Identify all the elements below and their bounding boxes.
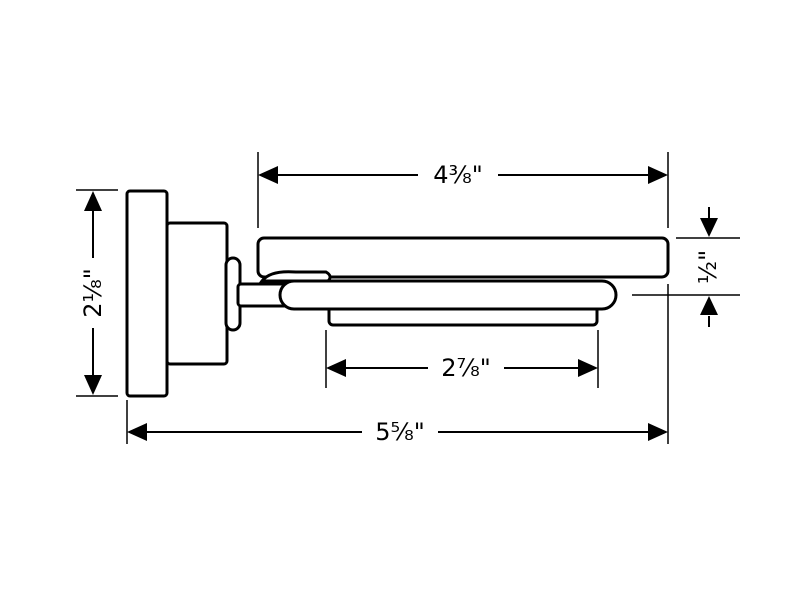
dish-holder-ring	[278, 279, 618, 311]
dish-tray	[256, 236, 670, 279]
dimension-label-overall-width: 5⁵⁄₈"	[375, 418, 425, 446]
extension-lines	[76, 152, 740, 444]
arrow-up	[84, 191, 102, 211]
arrow-down	[700, 218, 718, 237]
arrow-right	[648, 166, 668, 184]
arrow-left	[258, 166, 278, 184]
dimension-label-top-width: 4³⁄₈"	[433, 161, 483, 189]
arrow-right	[578, 359, 598, 377]
dimension-overall-width: 5⁵⁄₈"	[127, 418, 668, 446]
dimension-thickness: ¹⁄₂"	[694, 207, 722, 327]
mounting-hub	[165, 221, 229, 366]
dimension-label-height: 2¹⁄₈"	[79, 268, 107, 318]
dimension-inner-width: 2⁷⁄₈"	[326, 354, 598, 382]
arrow-up	[700, 296, 718, 315]
arrow-left	[326, 359, 346, 377]
dimension-label-thickness: ¹⁄₂"	[694, 250, 722, 284]
arrow-down	[84, 375, 102, 395]
wall-plate	[125, 189, 169, 398]
arrow-left	[127, 423, 147, 441]
dimension-top-width: 4³⁄₈"	[258, 161, 668, 189]
dimension-label-inner-width: 2⁷⁄₈"	[441, 354, 491, 382]
dimension-height: 2¹⁄₈"	[79, 191, 107, 395]
product-outline	[125, 189, 670, 398]
arm-connector	[259, 270, 332, 283]
arrow-right	[648, 423, 668, 441]
